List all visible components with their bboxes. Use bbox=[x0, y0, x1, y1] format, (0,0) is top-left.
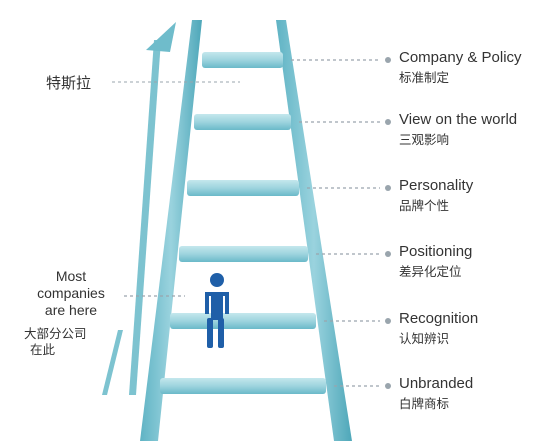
level-title: View on the world bbox=[399, 111, 518, 128]
leader-dot bbox=[385, 119, 391, 125]
level-title: Positioning bbox=[399, 243, 473, 260]
level-title: Unbranded bbox=[399, 375, 474, 392]
level-subtitle: 品牌个性 bbox=[399, 199, 450, 213]
ladder-rung bbox=[170, 313, 316, 329]
leader-dot bbox=[385, 383, 391, 389]
leader-dot bbox=[385, 57, 391, 63]
leader-dot bbox=[385, 318, 391, 324]
person-icon bbox=[205, 273, 229, 348]
leader-dot bbox=[385, 251, 391, 257]
ladder-rungs bbox=[160, 52, 326, 394]
ladder-rung bbox=[202, 52, 283, 68]
level-subtitle: 白牌商标 bbox=[399, 397, 450, 411]
tesla-label: 特斯拉 bbox=[46, 75, 92, 92]
most-companies-label: Most companies are here bbox=[37, 268, 105, 318]
level-title: Recognition bbox=[399, 310, 479, 327]
arrow-lower-segment bbox=[102, 330, 123, 395]
level-subtitle: 三观影响 bbox=[399, 133, 450, 147]
level-subtitle: 差异化定位 bbox=[399, 265, 462, 279]
level-title: Company & Policy bbox=[399, 49, 522, 66]
level-title: Personality bbox=[399, 177, 474, 194]
level-subtitle: 标准制定 bbox=[399, 71, 450, 85]
leader-lines bbox=[291, 57, 391, 389]
leader-dot bbox=[385, 185, 391, 191]
growth-arrow-icon bbox=[129, 22, 176, 395]
most-companies-zh: 大部分公司 在此 bbox=[24, 327, 87, 357]
ladder-right-rail bbox=[276, 20, 352, 441]
ladder-rung bbox=[160, 378, 326, 394]
ladder-left-rail bbox=[140, 20, 202, 441]
level-subtitle: 认知辨识 bbox=[399, 332, 450, 346]
ladder-rung bbox=[179, 246, 308, 262]
ladder-rung bbox=[187, 180, 299, 196]
ladder-rung bbox=[194, 114, 291, 130]
